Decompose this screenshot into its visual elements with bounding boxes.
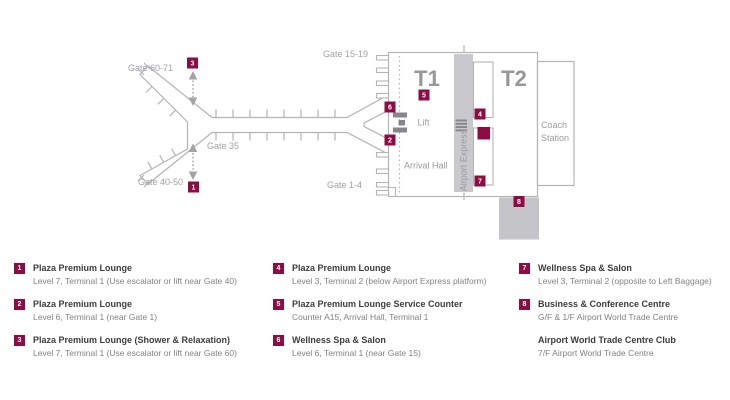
- legend-desc: 7/F Airport World Trade Centre: [538, 348, 654, 358]
- legend-item: 6 Wellness Spa & Salon Level 6, Terminal…: [273, 334, 509, 359]
- terminal-map: Gate 60-71 Gate 40-50 Gate 35 Gate 15-19…: [128, 45, 575, 240]
- legend-desc: G/F & 1/F Airport World Trade Centre: [538, 312, 679, 322]
- legend-title: Plaza Premium Lounge: [292, 263, 392, 273]
- legend-item: 8 Business & Conference Centre G/F & 1/F…: [519, 298, 724, 323]
- building-corner-step: [389, 186, 397, 197]
- svg-text:8: 8: [517, 199, 521, 206]
- terminal-2-label: T2: [501, 66, 527, 91]
- legend-desc: Level 3, Terminal 2 (below Airport Expre…: [292, 276, 487, 286]
- legend-desc: Level 6, Terminal 1 (near Gate 1): [33, 312, 158, 322]
- coach-station-label-line2: Station: [541, 133, 569, 143]
- legend-title: Airport World Trade Centre Club: [538, 335, 676, 345]
- legend-badge-5: 5: [273, 299, 284, 310]
- terminal-1-label: T1: [414, 66, 440, 91]
- legend-item: 1 Plaza Premium Lounge Level 7, Terminal…: [14, 262, 264, 287]
- building-gate-tabs: [375, 54, 390, 196]
- svg-text:6: 6: [388, 105, 392, 112]
- airport-express-label: Airport Express: [459, 129, 469, 191]
- map-marker-3: 3: [187, 57, 198, 69]
- legend-item: 3 Plaza Premium Lounge (Shower & Relaxat…: [14, 334, 264, 359]
- legend-badge-8: 8: [519, 299, 530, 310]
- map-marker-4: 4: [474, 108, 486, 120]
- gate-1-4-label: Gate 1-4: [327, 180, 362, 190]
- solid-square-marker: [477, 127, 490, 140]
- legend-column-3: 7 Wellness Spa & Salon Level 3, Terminal…: [519, 262, 724, 370]
- legend-desc: Level 3, Terminal 2 (opposite to Left Ba…: [538, 276, 712, 286]
- map-marker-7: 7: [474, 175, 486, 187]
- legend-item: 5 Plaza Premium Lounge Service Counter C…: [273, 298, 509, 323]
- legend-badge-7: 7: [519, 263, 530, 274]
- legend-item: Airport World Trade Centre Club 7/F Airp…: [519, 334, 724, 359]
- legend-badge-6: 6: [273, 335, 284, 346]
- legend-item: 4 Plaza Premium Lounge Level 3, Terminal…: [273, 262, 509, 287]
- gate-15-19-label: Gate 15-19: [323, 49, 368, 59]
- walkway-arrow-lower-icon: [188, 143, 198, 180]
- map-marker-6: 6: [384, 101, 396, 113]
- legend-badge-3: 3: [14, 335, 25, 346]
- legend-badge-2: 2: [14, 299, 25, 310]
- legend-badge-4: 4: [273, 263, 284, 274]
- legend-desc: Counter A15, Arrival Hall, Terminal 1: [292, 312, 429, 322]
- svg-text:4: 4: [478, 112, 482, 119]
- legend-item: 2 Plaza Premium Lounge Level 6, Terminal…: [14, 298, 264, 323]
- terminal1-pier-outline: [139, 65, 390, 185]
- svg-text:7: 7: [478, 179, 482, 186]
- legend-desc: Level 7, Terminal 1 (Use escalator or li…: [33, 276, 237, 286]
- airport-express-station-icon: [455, 119, 467, 132]
- arrival-hall-label: Arrival Hall: [404, 161, 448, 171]
- lift-icon: [393, 112, 407, 133]
- pier-gate-ticks: [137, 62, 336, 188]
- legend-title: Plaza Premium Lounge (Shower & Relaxatio…: [33, 335, 231, 345]
- coach-station-label-line1: Coach: [541, 120, 567, 130]
- gate-60-71-label: Gate 60-71: [128, 63, 173, 73]
- legend-title: Plaza Premium Lounge: [33, 263, 133, 273]
- gate-40-50-label: Gate 40-50: [138, 177, 183, 187]
- gate-35-label: Gate 35: [207, 141, 239, 151]
- svg-text:5: 5: [422, 93, 426, 100]
- legend-column-2: 4 Plaza Premium Lounge Level 3, Terminal…: [273, 262, 509, 370]
- legend-badge-1: 1: [14, 263, 25, 274]
- svg-text:2: 2: [388, 138, 392, 145]
- lift-label: Lift: [418, 118, 431, 128]
- coach-station-outline: [536, 60, 575, 187]
- legend-title: Wellness Spa & Salon: [538, 263, 632, 273]
- legend-column-1: 1 Plaza Premium Lounge Level 7, Terminal…: [14, 262, 264, 370]
- map-marker-5: 5: [418, 89, 430, 101]
- legend-desc: Level 6, Terminal 1 (near Gate 15): [292, 348, 421, 358]
- walkway-arrow-upper-icon: [188, 71, 198, 106]
- map-marker-8: 8: [513, 196, 525, 207]
- legend-title: Business & Conference Centre: [538, 299, 671, 309]
- legend-desc: Level 7, Terminal 1 (Use escalator or li…: [33, 348, 237, 358]
- map-marker-1: 1: [188, 181, 199, 193]
- legend-title: Plaza Premium Lounge: [33, 299, 133, 309]
- legend-title: Wellness Spa & Salon: [292, 335, 386, 345]
- legend-item: 7 Wellness Spa & Salon Level 3, Terminal…: [519, 262, 724, 287]
- map-marker-2: 2: [384, 134, 396, 146]
- svg-text:1: 1: [192, 185, 196, 192]
- legend-title: Plaza Premium Lounge Service Counter: [292, 299, 463, 309]
- svg-text:3: 3: [191, 61, 195, 68]
